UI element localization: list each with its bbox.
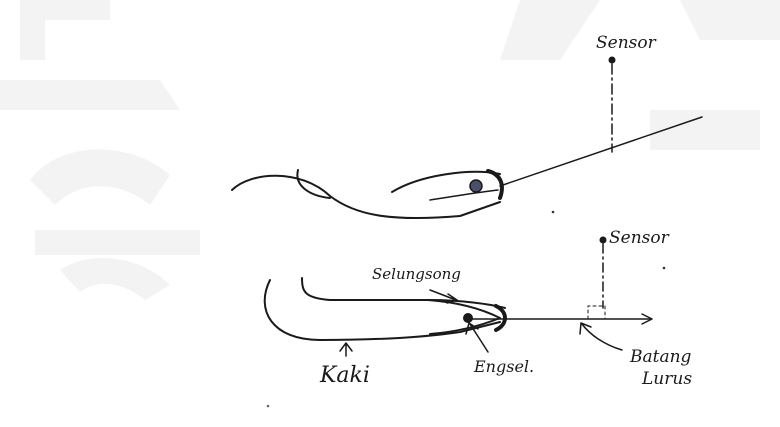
top-sensor-label: Sensor xyxy=(596,33,657,53)
kaki-arrow xyxy=(340,343,352,356)
bottom-sensor-label: Sensor xyxy=(609,228,670,248)
kaki-label: Kaki xyxy=(319,363,370,388)
batang-label-line2: Lurus xyxy=(641,369,692,389)
top-sleeve-thick xyxy=(488,171,502,198)
bottom-figure: Sensor Selungsong Engsel. Kaki Batang Lu… xyxy=(265,228,693,389)
top-sensor-dot xyxy=(609,57,616,64)
bottom-sensor-dot xyxy=(600,237,607,244)
stray-dot xyxy=(663,267,666,270)
top-sleeve-inner xyxy=(430,190,498,200)
top-figure: Sensor xyxy=(232,33,702,218)
selongsong-label: Selungsong xyxy=(372,265,461,283)
stray-dot xyxy=(267,405,270,408)
bottom-hinge xyxy=(463,313,473,323)
top-hinge xyxy=(470,180,482,192)
top-straight-rod xyxy=(500,117,702,186)
batang-arrow xyxy=(580,323,622,350)
engsel-label: Engsel. xyxy=(473,357,534,376)
bottom-leg-outline xyxy=(265,280,500,340)
top-leg-outline xyxy=(232,176,500,218)
stray-dot xyxy=(552,211,555,214)
batang-label-line1: Batang xyxy=(629,347,692,367)
top-sleeve xyxy=(392,172,500,192)
